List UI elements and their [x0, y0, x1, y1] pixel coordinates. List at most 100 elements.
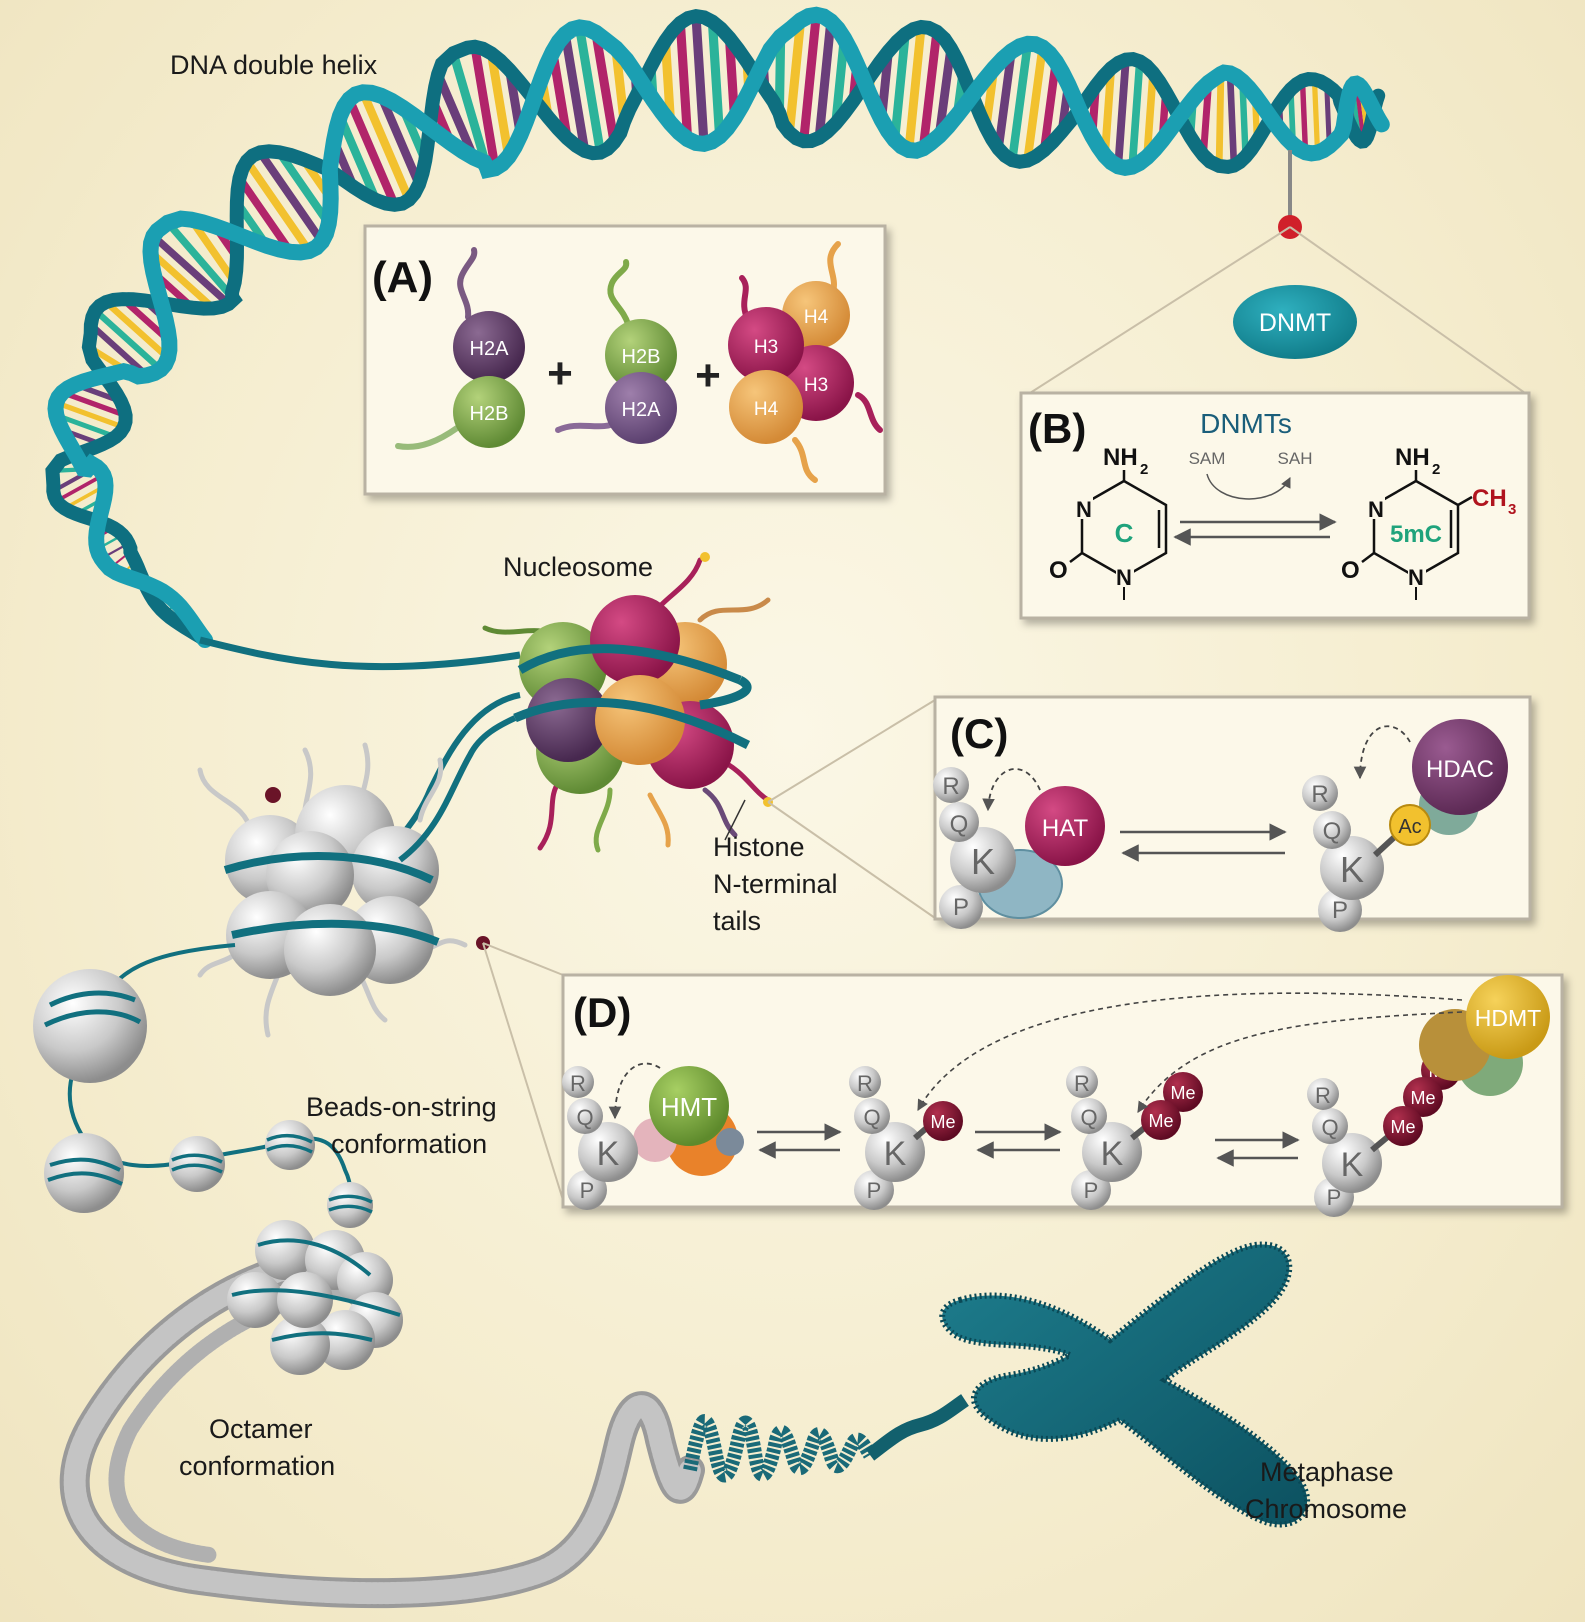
- c-residue-q: Q: [950, 811, 969, 838]
- acetyl-group: [1389, 804, 1431, 846]
- octamer-label-line1: Octamer: [209, 1414, 313, 1444]
- base-pair-rung: [164, 218, 236, 302]
- acetylated-lysine: Ac HDAC R Q K P: [1302, 719, 1508, 932]
- cytosine-o: O: [1049, 557, 1068, 584]
- base-pair-rung: [54, 473, 106, 503]
- base-pair-rung: [1226, 70, 1238, 169]
- base-pair-rung: [904, 22, 926, 155]
- panel-c-letter: (C): [950, 710, 1008, 757]
- methylcytosine-structure: NH 2 CH 3 N N O 5mC: [1341, 444, 1516, 600]
- c2-residue-k: K: [1340, 849, 1364, 890]
- cytosine-n1: N: [1116, 565, 1132, 590]
- me-label: Me: [1148, 1111, 1173, 1131]
- base-pair-rung: [235, 174, 295, 256]
- c-residue-k: K: [971, 841, 995, 882]
- h3-h4-tetramer: H4 H3 H3 H4: [728, 241, 883, 483]
- methylcytosine-n1: N: [1408, 565, 1424, 590]
- hdmt-enzyme: HDMT: [1419, 975, 1550, 1096]
- base-pair-rung: [433, 69, 479, 163]
- octamer-label-line2: conformation: [179, 1451, 335, 1481]
- d3-residue-r: R: [1315, 1083, 1331, 1108]
- panel-c: (C) R Q K P HAT Ac HDAC: [933, 695, 1532, 932]
- base-pair-rung: [1128, 57, 1144, 171]
- base-pair-rung: [1100, 64, 1116, 160]
- me-label: Me: [1170, 1083, 1195, 1103]
- plus-sign-2: +: [695, 351, 721, 400]
- plus-sign-1: +: [547, 349, 573, 398]
- me-label: Me: [930, 1112, 955, 1132]
- nucleosome: Nucleosome: [392, 552, 771, 853]
- d-residue-r: R: [570, 1071, 586, 1096]
- c2-residue-r: R: [1311, 781, 1328, 808]
- panel-b: (B) DNMTs SAM SAH NH 2 N N O C: [1019, 391, 1531, 620]
- zoom-lines-c: [767, 699, 936, 919]
- hmt-label: HMT: [661, 1092, 717, 1122]
- dnmt-enzyme: DNMT: [1233, 285, 1357, 359]
- base-pair-rung: [707, 17, 725, 141]
- base-pair-rung: [918, 27, 942, 153]
- base-pair-rung: [1143, 69, 1157, 161]
- cytosine-nh-sub: 2: [1140, 461, 1148, 478]
- d1-residue-r: R: [857, 1071, 873, 1096]
- base-pair-rung: [1114, 55, 1130, 171]
- d2-residue-p: P: [1084, 1178, 1099, 1203]
- panel-b-box: [1019, 391, 1531, 620]
- d-residue-q: Q: [576, 1105, 593, 1130]
- sah-label: SAH: [1278, 449, 1313, 468]
- d-residue-k: K: [597, 1135, 620, 1173]
- base-pair-rung: [275, 148, 333, 228]
- dnmts-label: DNMTs: [1200, 408, 1292, 439]
- dna-double-helix: [45, 6, 1390, 671]
- methylcytosine-nh-sub: 2: [1432, 461, 1440, 478]
- d3-residue-q: Q: [1321, 1115, 1338, 1140]
- base-pair-rung: [470, 42, 500, 173]
- histone-h2a-bead: [605, 372, 677, 444]
- me-label: Me: [1410, 1088, 1435, 1108]
- d3-residue-p: P: [1327, 1185, 1342, 1210]
- d3-residue-k: K: [1341, 1146, 1364, 1184]
- histone-h2b-bead: [605, 319, 677, 391]
- base-pair-rung: [814, 16, 836, 143]
- h2a-h2b-dimer-1: H2A H2B: [395, 247, 525, 450]
- sam-label: SAM: [1189, 449, 1226, 468]
- metaphase-chromosome: [939, 1241, 1311, 1528]
- cofactor-arc-arrow: [1206, 473, 1291, 500]
- beads-label-line1: Beads-on-string: [306, 1092, 497, 1122]
- d1-residue-p: P: [867, 1178, 882, 1203]
- c2-residue-p: P: [1332, 897, 1348, 924]
- d1-residue-k: K: [884, 1135, 907, 1173]
- dimer2-top-label: H2B: [622, 346, 661, 368]
- base-pair-rung: [1023, 43, 1047, 165]
- histone-h2a-bead: [453, 311, 525, 383]
- base-pair-rung: [1007, 39, 1033, 165]
- base-pair-rung: [92, 307, 164, 373]
- hdmt-label: HDMT: [1475, 1005, 1541, 1031]
- base-pair-rung: [799, 10, 821, 146]
- metaphase-label-line2: Chromosome: [1245, 1494, 1407, 1524]
- me-label: Me: [1390, 1117, 1415, 1137]
- grey-nucleosome-mark: [265, 787, 281, 803]
- base-pair-rung: [591, 28, 619, 147]
- base-pair-rung: [784, 15, 806, 138]
- dna-strand-front: [47, 6, 1390, 648]
- base-pair-rung: [102, 298, 172, 362]
- tails-label-line2: N-terminal: [713, 869, 838, 899]
- tails-pointer-line: [724, 799, 746, 841]
- base-pair-rung: [146, 248, 218, 312]
- methylcytosine-n3: N: [1368, 497, 1384, 522]
- d2-residue-k: K: [1101, 1135, 1124, 1173]
- panel-a: (A) H2A H2B + H2B H2A + H: [363, 224, 887, 496]
- d2-residue-q: Q: [1080, 1105, 1097, 1130]
- tails-label-line1: Histone: [713, 832, 805, 862]
- d2-residue-r: R: [1074, 1071, 1090, 1096]
- grey-nucleosome: [197, 715, 517, 1038]
- tail-mark-yellow: [700, 552, 710, 562]
- base-pair-rung: [59, 389, 129, 419]
- beads-on-string: [33, 943, 373, 1228]
- methyl-group: [923, 1101, 963, 1141]
- base-pair-rung: [149, 232, 233, 308]
- methylation-site: [1278, 150, 1302, 239]
- base-pair-rung: [675, 18, 693, 144]
- dnmt-enzyme-label: DNMT: [1259, 309, 1331, 337]
